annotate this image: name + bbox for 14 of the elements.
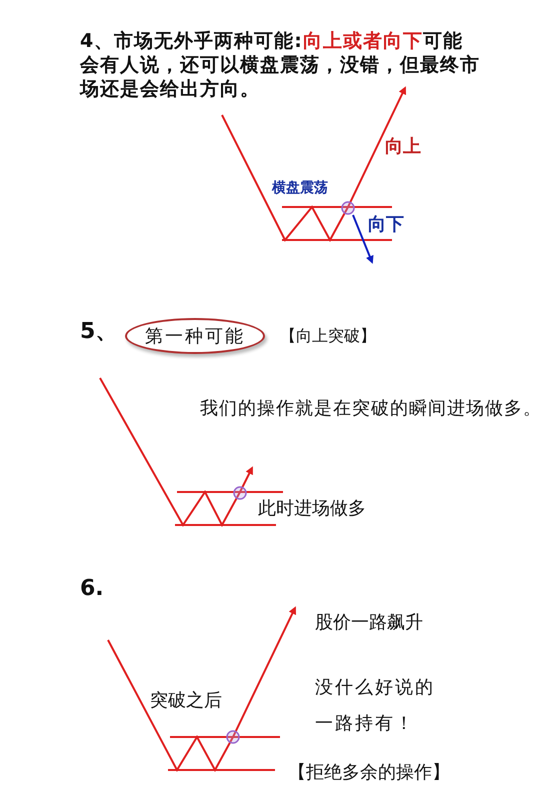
step-number: 5、 [80, 318, 118, 346]
note-text: 【拒绝多余的操作】 [288, 762, 450, 784]
note-text: 此时进场做多 [258, 498, 366, 520]
direction-label: 向下 [368, 214, 404, 236]
direction-label: 向上 [385, 136, 421, 158]
oval-label: 第一种可能 [125, 318, 265, 354]
step-number: 6. [80, 575, 104, 602]
heading-text: 【向上突破】 [280, 326, 376, 346]
note-text: 没什么好说的一路持有！ [315, 676, 436, 736]
range-label: 横盘震荡 [272, 180, 328, 198]
note-text: 我们的操作就是在突破的瞬间进场做多。 [200, 398, 542, 420]
note-text: 股价一路飙升 [315, 612, 423, 634]
note-text: 突破之后 [150, 690, 222, 712]
heading-text: 4、市场无外乎两种可能:向上或者向下可能会有人说，还可以横盘震荡，没错，但最终市场还是会给出方向。 [80, 30, 480, 102]
